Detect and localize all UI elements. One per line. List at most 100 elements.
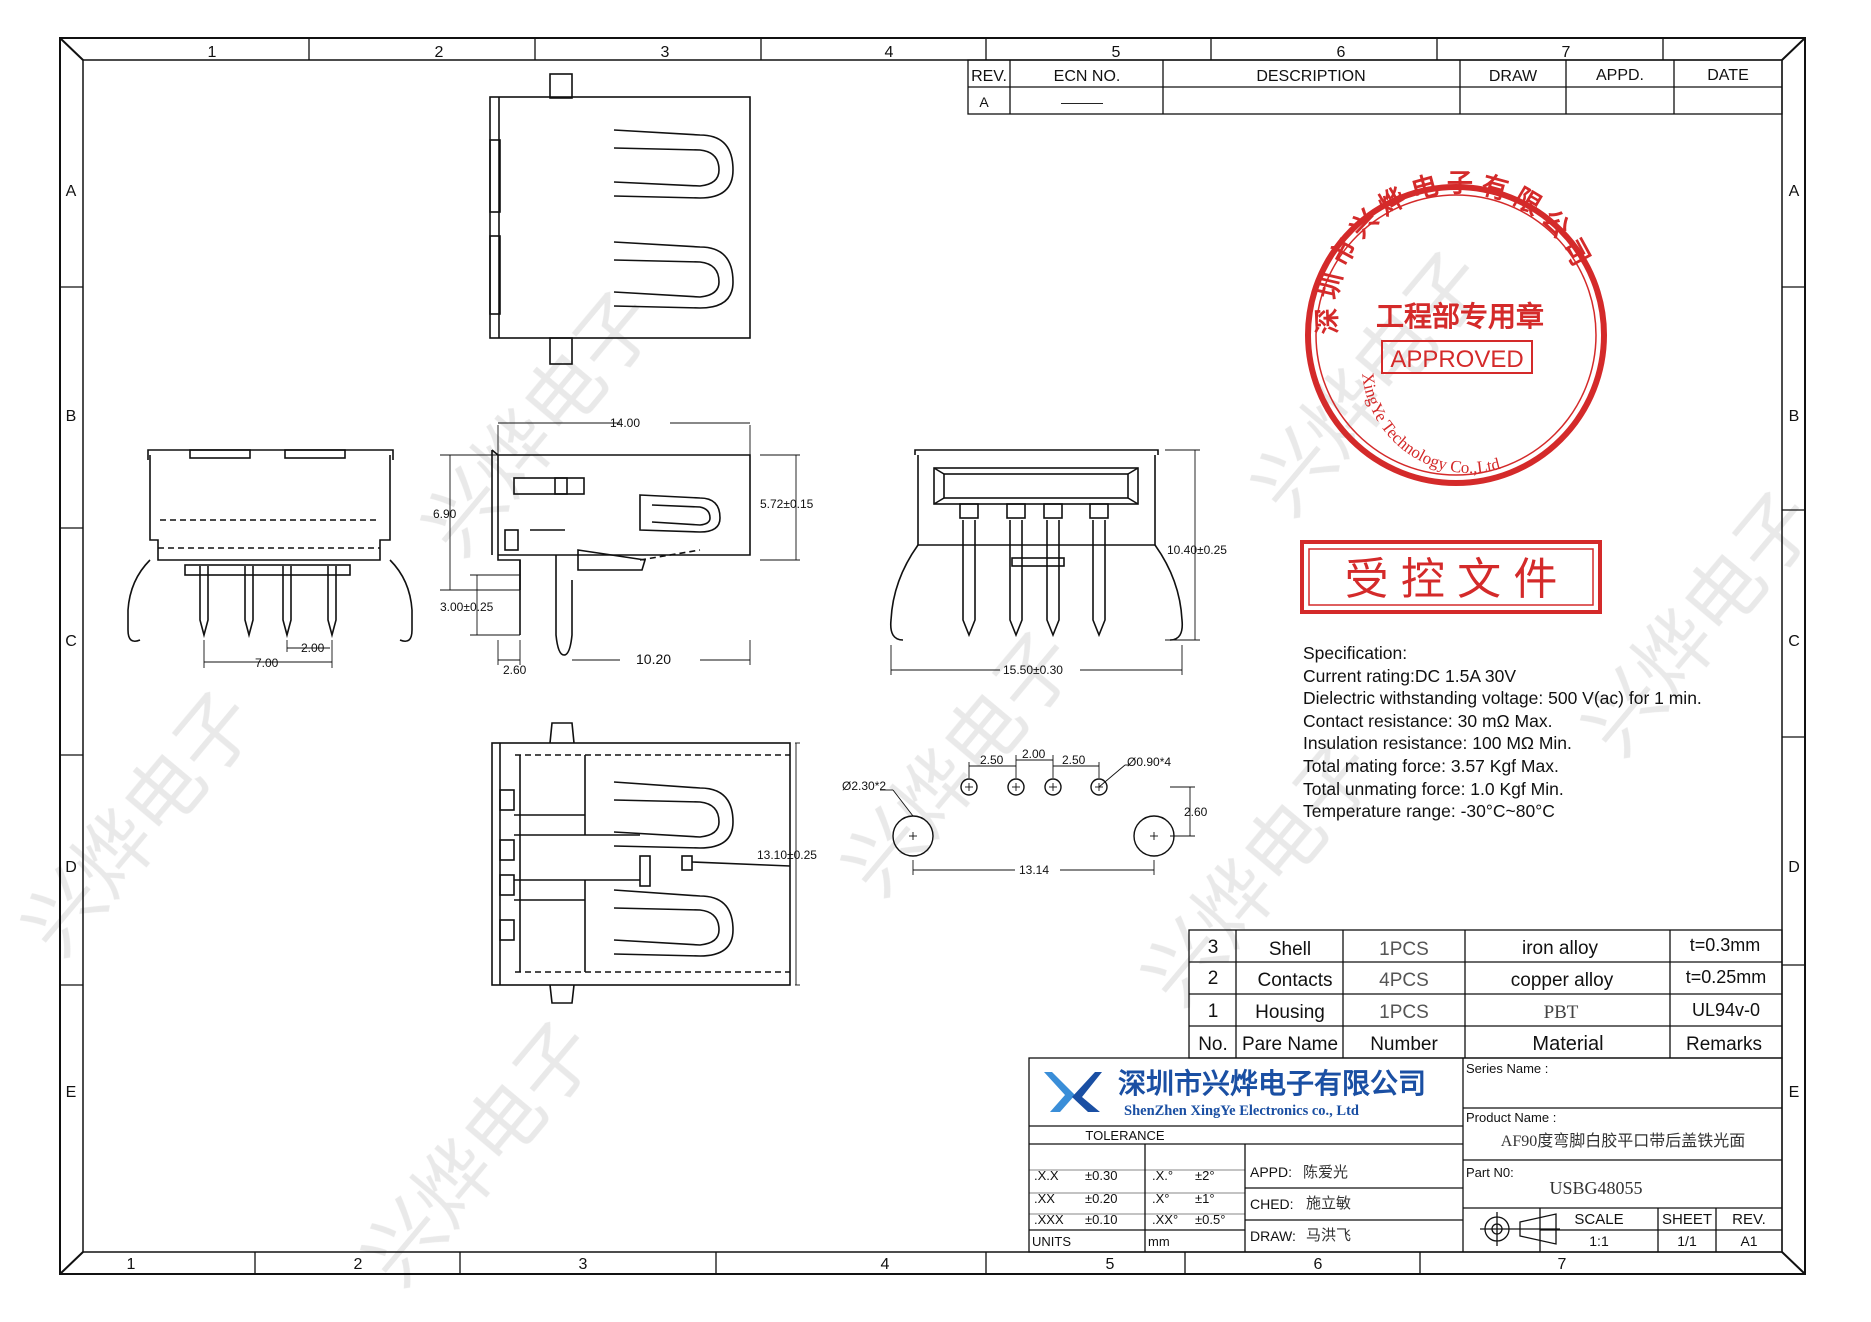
col-label: 3 <box>661 44 670 61</box>
dim-label: 2.50 <box>980 753 1004 767</box>
dim-label: 3.00±0.25 <box>440 600 494 614</box>
col-label: 6 <box>1314 1256 1323 1273</box>
tol-cell: ±0.5° <box>1195 1212 1225 1227</box>
scale-value: 1:1 <box>1589 1233 1609 1249</box>
bom-header: Pare Name <box>1242 1034 1338 1055</box>
rev-cell: A <box>979 94 989 110</box>
dim-label: Ø0.90*4 <box>1127 755 1171 769</box>
rear-view <box>889 449 1200 675</box>
bom-part: Contacts <box>1258 970 1333 991</box>
product-name: AF90度弯脚白胶平口带后盖铁光面 <box>1501 1132 1745 1150</box>
col-label: 1 <box>127 1256 136 1273</box>
title-block: 深圳市兴烨电子有限公司 ShenZhen XingYe Electronics … <box>1028 1057 1783 1253</box>
series-label: Series Name : <box>1466 1061 1548 1076</box>
spec-title: Specification: <box>1303 643 1408 663</box>
bom-qty: 4PCS <box>1379 970 1429 991</box>
tol-cell: .X° <box>1152 1191 1169 1206</box>
bom-remark: UL94v-0 <box>1692 1000 1760 1020</box>
rev-header: DRAW <box>1489 68 1538 85</box>
appd-value: 陈爱光 <box>1303 1163 1348 1181</box>
spec-line: Temperature range: -30°C~80°C <box>1303 801 1555 822</box>
tol-cell: ±0.20 <box>1085 1191 1117 1206</box>
revision-table: REV. ECN NO. DESCRIPTION DRAW APPD. DATE… <box>967 59 1783 115</box>
rear-view-dims: 10.40±0.25 15.50±0.30 <box>1003 543 1227 677</box>
bom-part: Housing <box>1255 1002 1325 1023</box>
units-label: UNITS <box>1032 1234 1071 1249</box>
draw-value: 马洪飞 <box>1306 1227 1351 1244</box>
bom-no: 1 <box>1208 1001 1219 1022</box>
tol-cell: ±1° <box>1195 1191 1215 1206</box>
frame-labels: 1 2 3 4 5 6 7 1 2 3 4 5 6 7 A B C D E A … <box>65 44 1800 1273</box>
rev-label: REV. <box>1732 1211 1766 1228</box>
row-label: C <box>1788 633 1800 650</box>
bottom-view-dims: 13.10±0.25 <box>757 848 817 862</box>
row-label: A <box>66 183 77 200</box>
dim-label: 2.00 <box>1022 747 1046 761</box>
bom-qty: 1PCS <box>1379 1002 1429 1023</box>
pcb-footprint <box>880 755 1195 875</box>
rev-header: DATE <box>1707 67 1748 84</box>
col-label: 6 <box>1337 44 1346 61</box>
dim-label: 13.10±0.25 <box>757 848 817 862</box>
dim-label: 2.00 <box>301 641 325 655</box>
row-label: B <box>1789 408 1800 425</box>
row-label: E <box>1789 1084 1800 1101</box>
frame <box>59 37 1806 1275</box>
rev-header: ECN NO. <box>1054 68 1121 85</box>
units-value: mm <box>1148 1234 1170 1249</box>
sheet-label: SHEET <box>1662 1211 1712 1228</box>
side-view-dims: 14.00 6.90 5.72±0.15 3.00±0.25 2.60 10.2… <box>433 416 814 677</box>
product-label: Product Name : <box>1466 1110 1556 1125</box>
bottom-view <box>491 722 800 1004</box>
bom-header: No. <box>1198 1034 1228 1055</box>
footprint-dims: 2.50 2.00 2.50 Ø0.90*4 Ø2.30*2 2.60 13.1… <box>842 747 1208 877</box>
col-label: 2 <box>354 1256 363 1273</box>
tol-cell: .X.° <box>1152 1168 1173 1183</box>
col-label: 1 <box>208 44 217 61</box>
spec-line: Total unmating force: 1.0 Kgf Min. <box>1303 778 1564 799</box>
dim-label: 5.72±0.15 <box>760 497 814 511</box>
bom-part: Shell <box>1269 939 1311 960</box>
side-view <box>440 422 800 665</box>
dim-label: 13.14 <box>1019 863 1049 877</box>
draw-label: DRAW: <box>1250 1228 1296 1244</box>
bom-header: Remarks <box>1686 1034 1762 1055</box>
part-label: Part N0: <box>1466 1165 1514 1180</box>
bom-header: Material <box>1532 1033 1603 1055</box>
dim-label: 14.00 <box>610 416 640 430</box>
bom-no: 3 <box>1208 937 1219 958</box>
col-label: 2 <box>435 44 444 61</box>
tol-cell: .XX <box>1034 1191 1055 1206</box>
row-label: B <box>66 408 77 425</box>
tol-cell: .X.X <box>1034 1168 1059 1183</box>
scale-label: SCALE <box>1574 1211 1623 1228</box>
top-view <box>489 73 751 365</box>
dim-label: 2.50 <box>1062 753 1086 767</box>
controlled-text: 受 控 文 件 <box>1345 555 1558 604</box>
tol-cell: .XX° <box>1152 1212 1178 1227</box>
bom-remark: t=0.3mm <box>1690 935 1761 955</box>
tol-cell: ±0.10 <box>1085 1212 1117 1227</box>
bom-material: copper alloy <box>1511 970 1614 991</box>
spec-line: Dielectric withstanding voltage: 500 V(a… <box>1303 688 1702 709</box>
projection-symbol-icon <box>1480 1212 1560 1246</box>
ched-value: 施立敏 <box>1306 1195 1351 1212</box>
dim-label: Ø2.30*2 <box>842 779 886 793</box>
bom-table: 3 Shell 1PCS iron alloy t=0.3mm 2 Contac… <box>1188 929 1783 1059</box>
dim-label: 10.40±0.25 <box>1167 543 1227 557</box>
dim-label: 15.50±0.30 <box>1003 663 1063 677</box>
tolerance-label: TOLERANCE <box>1085 1128 1165 1143</box>
dim-label: 2.60 <box>503 663 527 677</box>
bom-material: iron alloy <box>1522 938 1599 959</box>
col-label: 4 <box>885 44 894 61</box>
rev-header: APPD. <box>1596 67 1644 84</box>
spec-line: Current rating:DC 1.5A 30V <box>1303 665 1517 686</box>
ched-label: CHED: <box>1250 1196 1294 1212</box>
row-label: D <box>1788 859 1800 876</box>
tol-cell: ±0.30 <box>1085 1168 1117 1183</box>
rev-cell: ——— <box>1061 94 1103 110</box>
controlled-doc-stamp: 受 控 文 件 <box>1300 540 1602 614</box>
col-label: 5 <box>1106 1256 1115 1273</box>
tol-cell: .XXX <box>1034 1212 1064 1227</box>
